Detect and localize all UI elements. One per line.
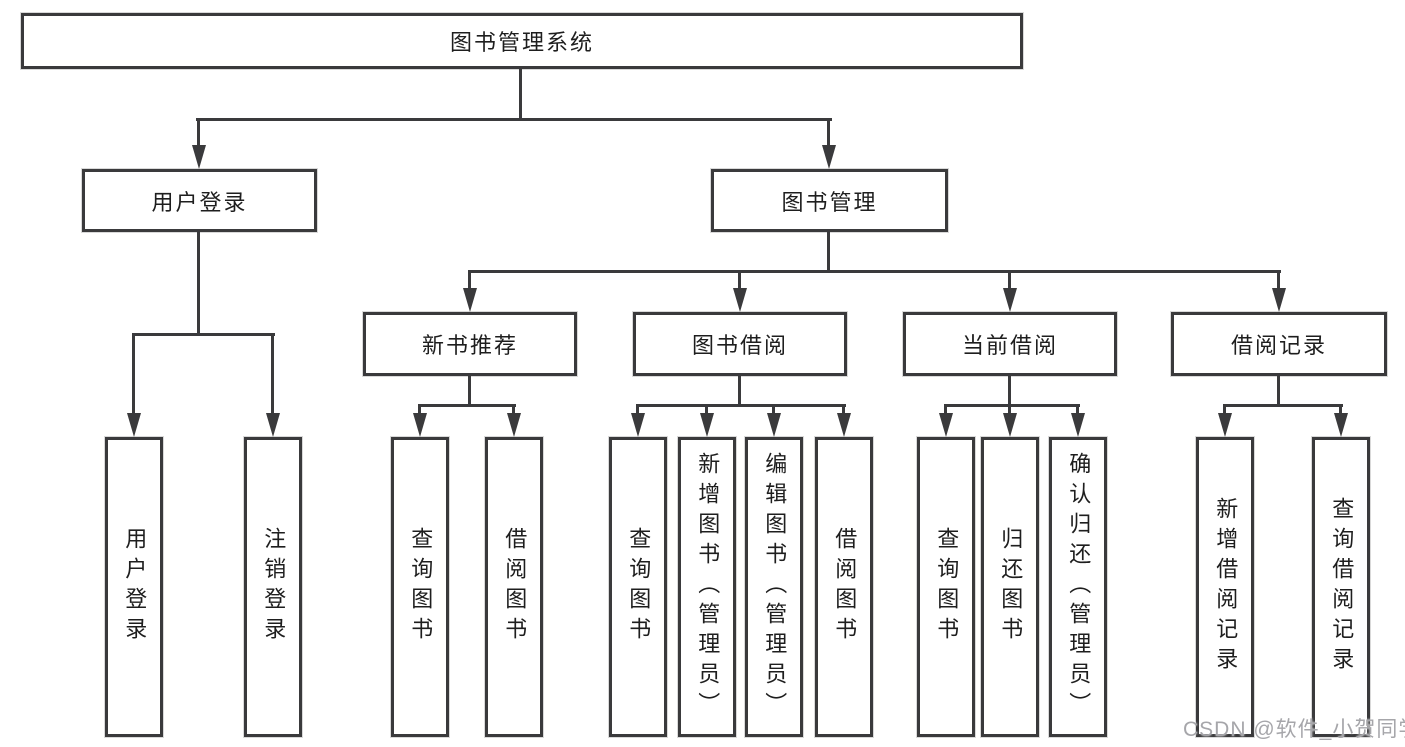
node-new-book-recommend: 新书推荐 xyxy=(363,312,577,376)
connector-drop-current-borrow xyxy=(1008,273,1011,292)
leaf-add-books-admin: 新增图书（管理员） xyxy=(678,437,736,737)
arrowhead-g1-leaf-2 xyxy=(767,413,781,437)
leaf-return-books-label: 归还图书 xyxy=(998,527,1024,647)
arrowhead-user-login xyxy=(192,145,206,169)
connector-user-login-stem xyxy=(197,232,200,336)
connector-book-mgmt-stem xyxy=(827,232,830,273)
connector-g3-stem xyxy=(1277,376,1280,407)
connector-g1-drop-2 xyxy=(772,407,775,416)
leaf-add-books-admin-label: 新增图书（管理员） xyxy=(695,452,721,722)
arrowhead-book-borrow xyxy=(733,288,747,312)
node-user-login: 用户登录 xyxy=(82,169,317,232)
node-current-borrowing: 当前借阅 xyxy=(903,312,1117,376)
connector-g1-drop-0 xyxy=(636,407,639,416)
connector-g0-rail xyxy=(418,404,516,407)
arrowhead-book-mgmt xyxy=(822,145,836,169)
node-borrowing-records: 借阅记录 xyxy=(1171,312,1387,376)
node-current-borrowing-label: 当前借阅 xyxy=(961,333,1058,358)
leaf-confirm-return-admin: 确认归还（管理员） xyxy=(1049,437,1107,737)
connector-drop-user-login xyxy=(197,121,200,150)
leaf-borrow-books-recommend-label: 借阅图书 xyxy=(502,527,528,647)
connector-g0-drop-1 xyxy=(512,407,515,416)
connector-g2-drop-1 xyxy=(1008,407,1011,416)
arrowhead-g3-leaf-1 xyxy=(1334,413,1348,437)
connector-g1-drop-1 xyxy=(705,407,708,416)
arrowhead-g2-leaf-0 xyxy=(939,413,953,437)
arrowhead-current-borrow xyxy=(1003,288,1017,312)
connector-g3-drop-1 xyxy=(1339,407,1342,416)
leaf-query-books-current: 查询图书 xyxy=(917,437,975,737)
leaf-user-login-label: 用户登录 xyxy=(122,527,148,647)
arrowhead-login-leaf xyxy=(127,413,141,437)
connector-drop-logout-leaf xyxy=(271,336,274,417)
connector-g2-drop-2 xyxy=(1076,407,1079,416)
arrowhead-g0-leaf-1 xyxy=(507,413,521,437)
leaf-logout: 注销登录 xyxy=(244,437,302,737)
arrowhead-g2-leaf-2 xyxy=(1071,413,1085,437)
leaf-add-borrow-record-label: 新增借阅记录 xyxy=(1213,497,1239,677)
connector-g1-rail xyxy=(636,404,846,407)
csdn-watermark: CSDN @软件_小贺同学 xyxy=(1183,718,1405,741)
leaf-query-books-recommend-label: 查询图书 xyxy=(408,527,434,647)
leaf-return-books: 归还图书 xyxy=(981,437,1039,737)
arrowhead-g1-leaf-0 xyxy=(631,413,645,437)
arrowhead-g0-leaf-0 xyxy=(413,413,427,437)
leaf-add-borrow-record: 新增借阅记录 xyxy=(1196,437,1254,737)
connector-drop-book-mgmt xyxy=(827,121,830,150)
connector-g0-stem xyxy=(468,376,471,407)
connector-drop-book-borrow xyxy=(738,273,741,292)
leaf-edit-books-admin: 编辑图书（管理员） xyxy=(745,437,803,737)
node-book-management-label: 图书管理 xyxy=(781,189,878,215)
leaf-query-borrow-record-label: 查询借阅记录 xyxy=(1329,497,1355,677)
node-root: 图书管理系统 xyxy=(21,13,1023,69)
connector-drop-new-books xyxy=(468,273,471,292)
connector-g2-drop-0 xyxy=(944,407,947,416)
connector-user-login-rail xyxy=(132,333,275,336)
connector-root-stem xyxy=(519,69,522,121)
arrowhead-g1-leaf-1 xyxy=(700,413,714,437)
node-book-management: 图书管理 xyxy=(711,169,948,232)
connector-drop-borrow-records xyxy=(1277,273,1280,292)
connector-drop-login-leaf xyxy=(132,336,135,417)
arrowhead-new-books xyxy=(463,288,477,312)
leaf-query-books-borrowing-label: 查询图书 xyxy=(626,527,652,647)
arrowhead-logout-leaf xyxy=(266,413,280,437)
node-new-book-recommend-label: 新书推荐 xyxy=(421,333,518,358)
leaf-borrow-books-label: 借阅图书 xyxy=(832,527,858,647)
leaf-query-books-current-label: 查询图书 xyxy=(934,527,960,647)
connector-g3-drop-0 xyxy=(1223,407,1226,416)
connector-g0-drop-0 xyxy=(418,407,421,416)
node-user-login-label: 用户登录 xyxy=(151,189,248,215)
node-book-borrowing: 图书借阅 xyxy=(633,312,847,376)
node-borrowing-records-label: 借阅记录 xyxy=(1230,333,1327,358)
node-root-label: 图书管理系统 xyxy=(449,30,594,55)
arrowhead-g1-leaf-3 xyxy=(837,413,851,437)
leaf-confirm-return-admin-label: 确认归还（管理员） xyxy=(1066,452,1092,722)
connector-g1-drop-3 xyxy=(842,407,845,416)
arrowhead-g3-leaf-0 xyxy=(1218,413,1232,437)
leaf-query-borrow-record: 查询借阅记录 xyxy=(1312,437,1370,737)
leaf-query-books-recommend: 查询图书 xyxy=(391,437,449,737)
leaf-borrow-books-recommend: 借阅图书 xyxy=(485,437,543,737)
connector-g3-rail xyxy=(1223,404,1343,407)
node-book-borrowing-label: 图书借阅 xyxy=(691,333,788,358)
connector-g1-stem xyxy=(738,376,741,407)
leaf-borrow-books: 借阅图书 xyxy=(815,437,873,737)
arrowhead-g2-leaf-1 xyxy=(1003,413,1017,437)
connector-g2-rail xyxy=(944,404,1080,407)
connector-level3-rail xyxy=(468,270,1281,273)
arrowhead-borrow-records xyxy=(1272,288,1286,312)
leaf-edit-books-admin-label: 编辑图书（管理员） xyxy=(762,452,788,722)
leaf-logout-label: 注销登录 xyxy=(261,527,287,647)
leaf-query-books-borrowing: 查询图书 xyxy=(609,437,667,737)
connector-g2-stem xyxy=(1008,376,1011,407)
leaf-user-login: 用户登录 xyxy=(105,437,163,737)
connector-level2-rail xyxy=(196,118,832,121)
